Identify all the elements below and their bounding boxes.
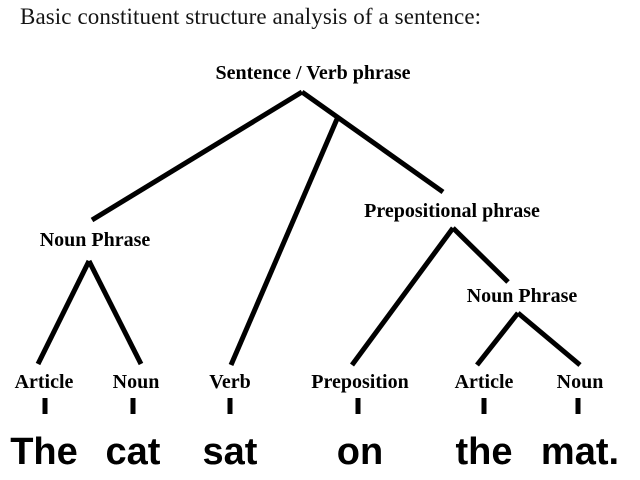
tree-node-art2: Article <box>454 371 514 393</box>
sentence-word-the2: the <box>455 431 513 473</box>
tree-branch <box>349 226 456 367</box>
tree-branch <box>516 311 582 367</box>
tree-node-art1: Article <box>14 371 74 393</box>
sentence-word-the: The <box>10 431 78 473</box>
tree-branch <box>86 259 144 366</box>
page-title: Basic constituent structure analysis of … <box>20 4 482 29</box>
tree-branch <box>451 226 510 284</box>
tree-node-verb: Verb <box>209 371 251 393</box>
sentence-word-on: on <box>336 431 384 473</box>
sentence-word-cat: cat <box>105 431 161 473</box>
tree-node-pp: Prepositional phrase <box>364 200 540 222</box>
tree-node-noun1: Noun <box>112 371 160 393</box>
tree-branch <box>300 89 445 195</box>
tree-branch <box>228 118 340 366</box>
tree-branch <box>90 89 304 223</box>
sentence-word-sat: sat <box>202 431 258 473</box>
tree-branch <box>35 259 92 366</box>
tree-node-noun2: Noun <box>556 371 604 393</box>
terminal-stems <box>42 398 581 414</box>
tree-branch <box>475 311 520 367</box>
sentence-word-mat: mat. <box>540 431 620 473</box>
tree-node-np2: Noun Phrase <box>466 285 578 307</box>
tree-branches <box>35 89 582 367</box>
tree-node-np1: Noun Phrase <box>39 229 151 251</box>
tree-node-prep: Preposition <box>311 371 409 393</box>
tree-node-root: Sentence / Verb phrase <box>215 62 411 84</box>
